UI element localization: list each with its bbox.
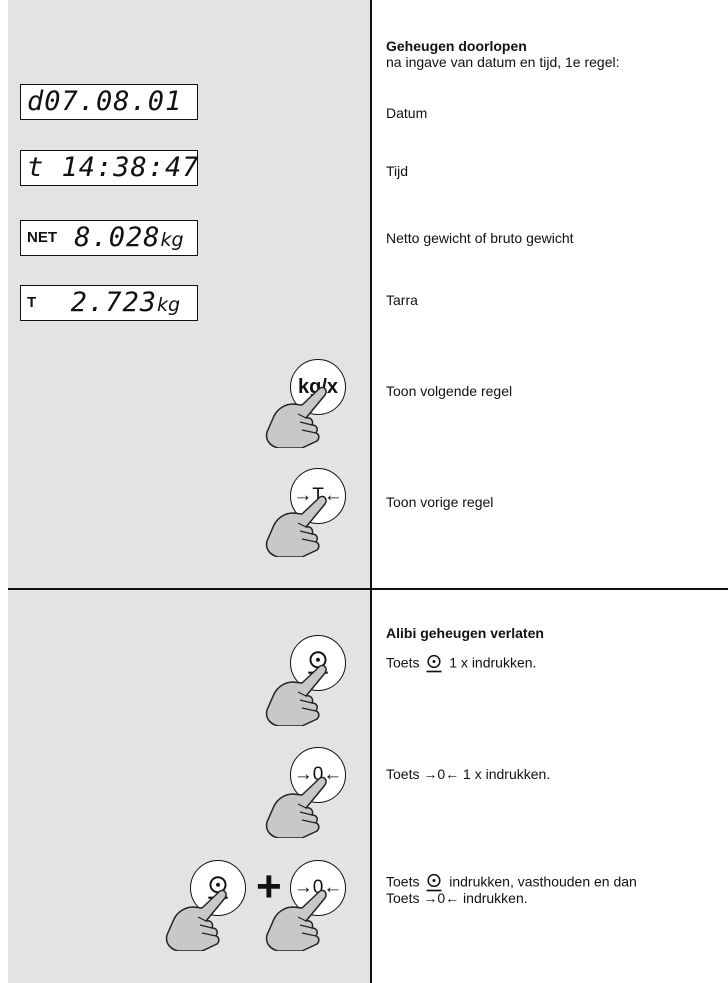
label-next-line: Toon volgende regel — [386, 383, 513, 399]
pressing-hand-icon — [265, 776, 327, 838]
step1-post: 1 x indrukken. — [449, 654, 537, 671]
display-date: d07.08.01 — [20, 84, 198, 120]
display-time-value: t 14:38:47 — [27, 152, 200, 183]
step2-pre: Toets — [386, 766, 420, 782]
label-datum: Datum — [386, 105, 428, 121]
column-divider — [370, 0, 372, 983]
pressing-hand-icon — [265, 664, 327, 726]
label-tarra: Tarra — [386, 292, 418, 308]
step3-line1: Toets indrukken, vasthouden en dan — [386, 873, 637, 893]
display-tare: T 2.723kg — [20, 285, 198, 321]
display-tare-prefix: T — [27, 294, 37, 311]
display-net-value: 8.028 — [74, 222, 161, 253]
label-prev-line: Toon vorige regel — [386, 494, 494, 510]
display-net-unit: kg — [160, 229, 184, 251]
display-tare-value: 2.723 — [36, 287, 157, 318]
step3-line2-pre: Toets — [386, 890, 420, 906]
display-tare-unit: kg — [156, 294, 181, 316]
display-net-weight: NET 8.028kg — [20, 220, 198, 256]
step3-line2: Toets →0← indrukken. — [386, 890, 528, 906]
label-tijd: Tijd — [386, 163, 409, 179]
step2-text: Toets →0← 1 x indrukken. — [386, 766, 550, 782]
pressing-hand-icon — [165, 889, 227, 951]
instruction-table: Geheugen doorlopen na ingave van datum e… — [8, 0, 728, 983]
zero-key-symbol: →0← — [423, 890, 460, 906]
plus-sign: + — [256, 862, 282, 911]
section2-title: Alibi geheugen verlaten — [386, 625, 544, 641]
step3-line1-post: indrukken, vasthouden en dan — [449, 873, 637, 890]
zero-key-symbol: →0← — [423, 766, 460, 782]
step3-line1-pre: Toets — [386, 873, 420, 890]
display-net-prefix: NET — [27, 229, 57, 246]
section1-title: Geheugen doorlopen — [386, 38, 527, 54]
section1-subtitle: na ingave van datum en tijd, 1e regel: — [386, 54, 620, 70]
pressing-hand-icon — [265, 889, 327, 951]
display-date-value: d07.08.01 — [27, 86, 183, 117]
display-time: t 14:38:47 — [20, 150, 200, 186]
row-divider — [8, 588, 728, 590]
step1-pre: Toets — [386, 654, 420, 671]
print-key-icon — [426, 654, 443, 673]
step2-post: 1 x indrukken. — [463, 766, 551, 782]
pressing-hand-icon — [265, 495, 327, 557]
step1-text: Toets 1 x indrukken. — [386, 654, 536, 674]
step3-line2-post: indrukken. — [463, 890, 528, 906]
pressing-hand-icon — [265, 386, 327, 448]
label-netto: Netto gewicht of bruto gewicht — [386, 230, 574, 246]
